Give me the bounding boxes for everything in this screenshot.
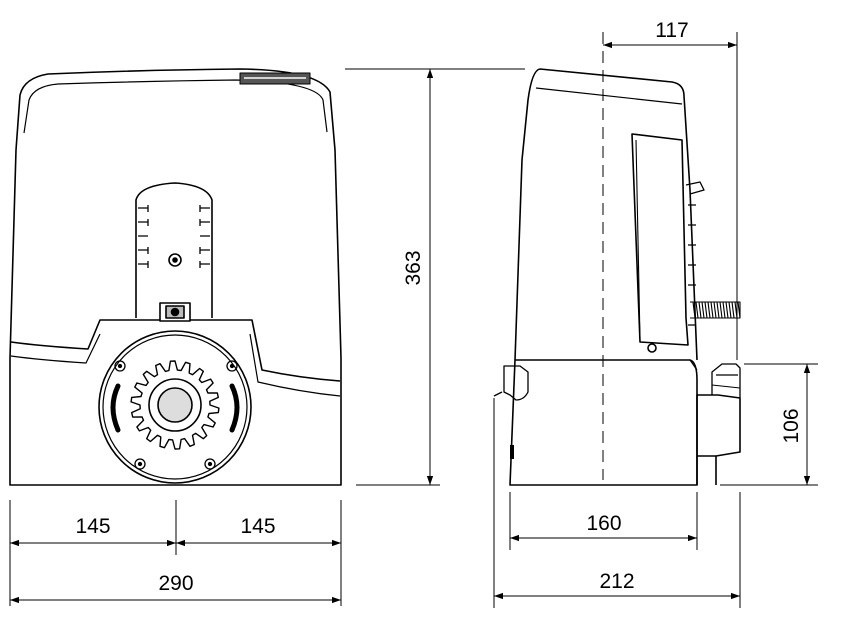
dim-label-212: 212	[599, 570, 634, 593]
front-plate-screw	[168, 253, 182, 267]
side-threaded-rod	[690, 301, 741, 319]
dim-label-106: 106	[780, 408, 803, 443]
dimension-labels: 145 145 290 363 117 160 212 106	[75, 19, 803, 595]
dim-label-363: 363	[402, 250, 425, 285]
front-view	[9, 68, 342, 486]
side-fixing-tab	[493, 365, 529, 401]
dim-label-145-right: 145	[240, 515, 275, 538]
side-lid-line	[535, 87, 683, 105]
dim-label-145-left: 145	[75, 515, 110, 538]
front-gear-plate	[135, 182, 213, 318]
gear-housing-slot-right	[229, 383, 240, 433]
dimension-lines	[9, 32, 818, 608]
front-gear-plate-slots	[138, 205, 210, 268]
front-lid-inner-line	[23, 79, 328, 134]
dim-label-290: 290	[158, 572, 193, 595]
gear-housing-screws	[114, 360, 238, 470]
side-limit-switch	[685, 181, 705, 326]
side-housing-outline	[514, 68, 698, 361]
side-view	[493, 68, 741, 486]
side-mounting-bracket	[696, 394, 741, 457]
pinion-hub	[148, 378, 202, 432]
front-housing-outline	[9, 68, 342, 486]
dim-label-117: 117	[655, 19, 688, 42]
side-cover-panel	[631, 133, 689, 346]
gear-housing-slot-left	[110, 383, 121, 433]
dim-label-160: 160	[586, 512, 621, 535]
